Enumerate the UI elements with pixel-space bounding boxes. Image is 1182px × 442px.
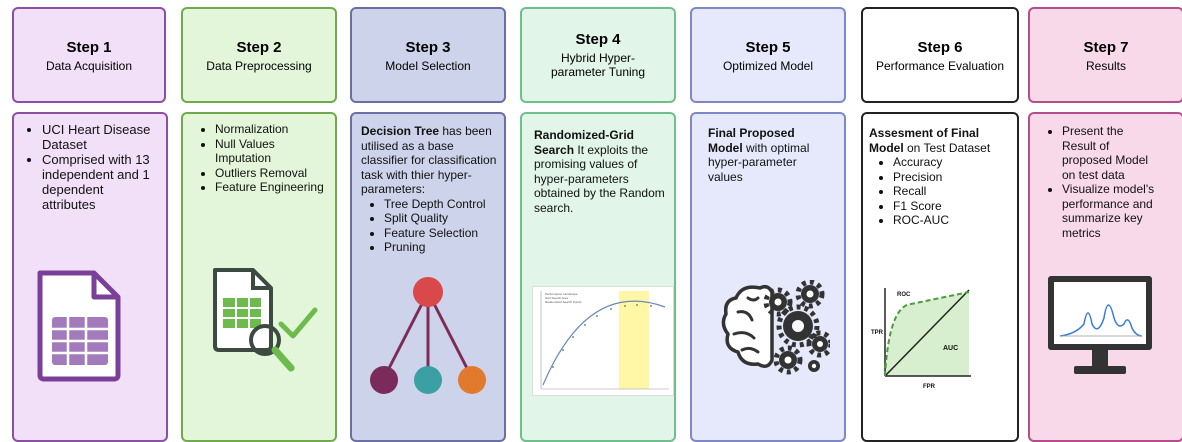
- step-6-header: Step 6 Performance Evaluation: [861, 7, 1019, 103]
- step-5-title: Optimized Model: [722, 59, 814, 73]
- fpr-label: FPR: [923, 384, 935, 390]
- step-3-bullet: Feature Selection: [384, 226, 498, 241]
- step-7-body: Present the Result of proposed Model on …: [1028, 112, 1182, 442]
- step-6-lead-text: on Test Dataset: [903, 140, 991, 155]
- step-2-bullet: Normalization: [215, 122, 329, 137]
- step-3-label: Step 3: [405, 39, 451, 56]
- spreadsheet-file-icon: [37, 270, 121, 382]
- step-5-lead-bold: Final Proposed Model: [708, 126, 795, 155]
- step-7-header: Step 7 Results: [1028, 7, 1182, 103]
- step-6-bullet: Accuracy: [893, 155, 1011, 170]
- step-1-header: Step 1 Data Acquisition: [12, 7, 166, 103]
- step-3-bullet: Pruning: [384, 240, 498, 255]
- step-5-header: Step 5 Optimized Model: [690, 7, 846, 103]
- step-5-lead-text: with optimal hyper-parameter values: [708, 140, 810, 184]
- step-7-bullet: Present the Result of proposed Model on …: [1062, 124, 1160, 182]
- roc-curve-icon: ROC TPR FPR AUC: [871, 282, 975, 390]
- step-2-body: Normalization Null Values Imputation Out…: [181, 112, 337, 442]
- step-1-bullet: UCI Heart Disease Dataset: [42, 122, 160, 152]
- data-check-icon: [213, 268, 318, 372]
- step-6-bullet: F1 Score: [893, 199, 1011, 214]
- step-1-title: Data Acquisition: [45, 59, 133, 73]
- step-6-bullet: Precision: [893, 170, 1011, 185]
- step-4-lead-bold: Randomized-Grid Search: [534, 128, 635, 157]
- step-1-label: Step 1: [66, 39, 112, 56]
- roc-label: ROC: [897, 292, 911, 298]
- tpr-label: TPR: [871, 330, 883, 336]
- brain-gears-icon: [721, 280, 830, 375]
- step-5-label: Step 5: [745, 39, 791, 56]
- step-2-bullet: Outliers Removal: [215, 166, 329, 181]
- step-2-title: Data Preprocessing: [206, 59, 312, 73]
- step-1-body: UCI Heart Disease Dataset Comprised with…: [12, 112, 168, 442]
- step-6-bullet: Recall: [893, 184, 1011, 199]
- step-2-header: Step 2 Data Preprocessing: [181, 7, 337, 103]
- step-6-bullet: ROC-AUC: [893, 213, 1011, 228]
- step-7-bullet: Visualize model's performance and summar…: [1062, 182, 1160, 240]
- step-1-bullet: Comprised with 13 independent and 1 depe…: [42, 152, 160, 212]
- monitor-chart-icon: [1048, 276, 1152, 374]
- step-3-header: Step 3 Model Selection: [350, 7, 506, 103]
- plot-legend-item: Grid Search Area: [545, 296, 569, 300]
- step-7-title: Results: [1085, 59, 1126, 73]
- step-3-bullet: Tree Depth Control: [384, 197, 498, 212]
- step-2-label: Step 2: [236, 39, 282, 56]
- step-2-bullet: Null Values Imputation: [215, 137, 329, 166]
- step-6-title: Performance Evaluation: [875, 59, 1005, 73]
- step-6-body: Assesment of Final Model on Test Dataset…: [861, 112, 1019, 442]
- tuning-curve-icon: Performance Landscape Grid Search Area R…: [532, 286, 674, 396]
- step-4-body: Randomized-Grid Search It exploits the p…: [520, 112, 676, 442]
- step-6-label: Step 6: [917, 39, 963, 56]
- step-3-lead-bold: Decision Tree: [361, 124, 440, 138]
- step-4-lead-text: It exploits the promising values of hype…: [534, 142, 665, 215]
- step-6-lead-bold: Assesment of Final Model: [869, 126, 980, 155]
- step-4-title: Hybrid Hyper-parameter Tuning: [550, 51, 646, 79]
- step-5-body: Final Proposed Model with optimal hyper-…: [690, 112, 846, 442]
- step-3-lead-text: has been utilised as a base classifier f…: [361, 124, 497, 196]
- step-3-body: Decision Tree has been utilised as a bas…: [350, 112, 506, 442]
- step-7-label: Step 7: [1083, 39, 1129, 56]
- step-4-header: Step 4 Hybrid Hyper-parameter Tuning: [520, 7, 676, 103]
- step-3-title: Model Selection: [385, 59, 471, 73]
- tree-diagram-icon: [370, 277, 486, 394]
- plot-legend-item: Performance Landscape: [545, 292, 578, 296]
- plot-legend-item: Randomized Search Points: [545, 300, 582, 304]
- auc-label: AUC: [943, 345, 959, 352]
- step-3-bullet: Split Quality: [384, 211, 498, 226]
- step-4-label: Step 4: [575, 31, 621, 48]
- step-2-bullet: Feature Engineering: [215, 180, 329, 195]
